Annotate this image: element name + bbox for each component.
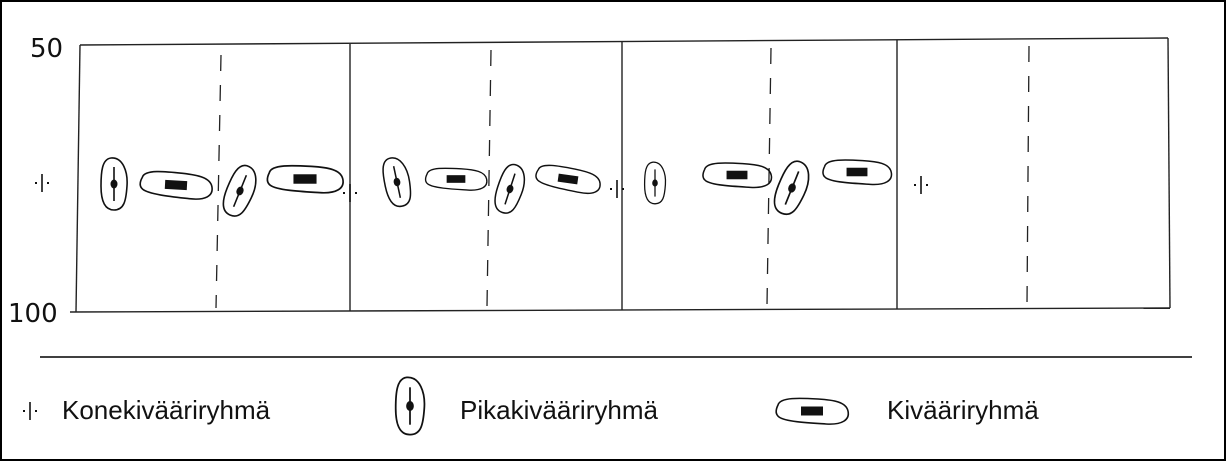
rifle-squad-symbol-icon — [702, 162, 773, 189]
machine-gun-symbol-icon — [23, 402, 37, 420]
rifle-squad-symbol-icon — [535, 164, 601, 195]
legend: Konekivääriryhmä Pikakivääriryhmä Kiväär… — [23, 376, 1039, 436]
rifle-squad-symbol-icon — [266, 164, 344, 194]
legend-item-kivaariryhma: Kivääriryhmä — [775, 395, 1039, 425]
dashed-divider-3 — [766, 47, 772, 306]
machine-gun-symbol-icon — [343, 184, 357, 202]
legend-label-kivaariryhma: Kivääriryhmä — [887, 395, 1039, 425]
rifle-squad-symbol-icon — [775, 397, 850, 425]
machine-gun-symbol-icon — [23, 402, 37, 420]
legend-label-pikakivaariryhma: Pikakivääriryhmä — [460, 395, 658, 425]
machine-gun-symbol-icon — [914, 176, 928, 194]
terrain-right-line — [1167, 37, 1171, 309]
legend-item-konekivaariryhma: Konekivääriryhmä — [23, 395, 271, 425]
light-machine-gun-symbol-icon — [222, 164, 257, 217]
dashed-divider-1 — [215, 54, 222, 309]
light-machine-gun-symbol-icon — [643, 161, 667, 205]
legend-label-konekivaariryhma: Konekivääriryhmä — [62, 395, 271, 425]
dashed-divider-4 — [1026, 45, 1030, 305]
terrain-top-line — [79, 37, 1169, 46]
terrain-grid — [69, 37, 1171, 313]
machine-gun-symbol-icon — [35, 174, 49, 192]
rifle-squad-symbol-icon — [139, 170, 213, 200]
light-machine-gun-symbol-icon — [494, 163, 526, 214]
light-machine-gun-symbol-icon — [100, 157, 128, 211]
top-distance-label: 50 — [30, 34, 63, 64]
rifle-squad-symbol-icon — [822, 159, 893, 186]
terrain-bottom-line — [69, 307, 1171, 313]
light-machine-gun-symbol-icon — [394, 376, 426, 436]
rifle-squad-symbol-icon — [424, 167, 488, 191]
light-machine-gun-symbol-icon — [394, 376, 426, 436]
legend-item-pikakivaariryhma: Pikakivääriryhmä — [394, 376, 658, 436]
machine-gun-symbol-icon — [610, 180, 624, 198]
light-machine-gun-symbol-icon — [773, 160, 810, 216]
bottom-distance-label: 100 — [8, 299, 58, 329]
light-machine-gun-symbol-icon — [382, 157, 412, 208]
terrain-left-line — [75, 44, 81, 313]
rifle-squad-symbol-icon — [775, 397, 850, 425]
dashed-divider-2 — [486, 49, 492, 307]
unit-row — [35, 157, 928, 217]
